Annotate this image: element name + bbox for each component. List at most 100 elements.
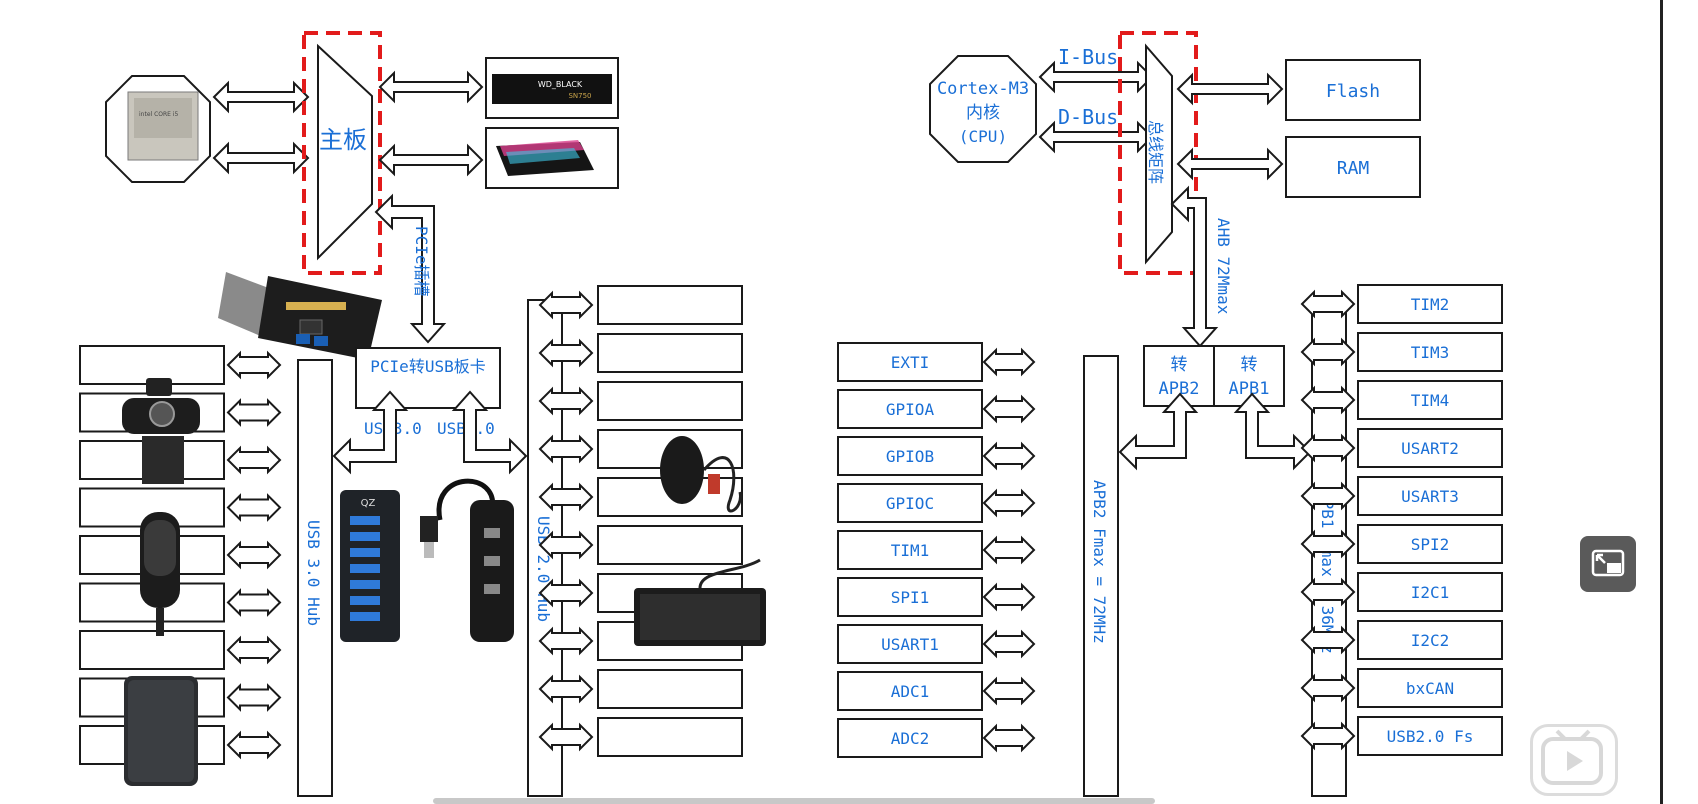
- svg-text:(CPU): (CPU): [959, 127, 1007, 146]
- slot-arrow: [226, 730, 282, 760]
- svg-text:转: 转: [1241, 355, 1258, 375]
- pc-diagram: intel CORE i5 主板 WD_BLACK SN750: [79, 31, 766, 797]
- apb1-peripheral-tim2: TIM2: [1300, 284, 1503, 324]
- peripheral-label: USB2.0 Fs: [1387, 727, 1474, 746]
- cpu-mb-arrow-top: [212, 80, 310, 114]
- apb1-peripheral-spi2: SPI2: [1300, 524, 1503, 564]
- peripheral-label: I2C1: [1411, 583, 1450, 602]
- mouse-photo: [660, 436, 742, 513]
- peripheral-label: EXTI: [891, 353, 930, 372]
- mb-ssd-arrow: [378, 70, 484, 104]
- cpu-photo: intel CORE i5: [105, 75, 211, 183]
- svg-text:PCIe插槽: PCIe插槽: [412, 226, 431, 297]
- cpu-core: Cortex-M3 内核 (CPU): [929, 55, 1037, 163]
- apb2-link-arrow: [1118, 392, 1199, 471]
- peripheral-arrow: [1300, 673, 1356, 703]
- slot-arrow: [538, 434, 594, 464]
- apb1-peripheral-tim4: TIM4: [1300, 380, 1503, 420]
- svg-text:APB1: APB1: [1229, 379, 1270, 399]
- svg-text:RAM: RAM: [1337, 158, 1370, 179]
- peripheral-arrow: [982, 347, 1036, 377]
- usb2-device-slot: [538, 717, 743, 757]
- slot-arrow: [538, 674, 594, 704]
- ram-box: RAM: [1285, 136, 1421, 198]
- slot-arrow: [226, 493, 282, 522]
- usb2-device-slot: [538, 285, 743, 325]
- usb2-hub-photo: [420, 478, 514, 642]
- apb2-peripheral-adc2: ADC2: [837, 718, 1036, 758]
- ssd-photo: WD_BLACK SN750: [485, 57, 619, 119]
- apb1-peripheral-bxcan: bxCAN: [1300, 668, 1503, 708]
- svg-text:内核: 内核: [966, 103, 1000, 123]
- svg-text:Flash: Flash: [1326, 81, 1380, 102]
- slot-arrow: [538, 578, 594, 608]
- svg-text:AHB 72Mmax: AHB 72Mmax: [1214, 218, 1233, 315]
- peripheral-label: TIM1: [891, 541, 930, 560]
- apb1-peripheral-usart3: USART3: [1300, 476, 1503, 516]
- svg-text:转: 转: [1171, 355, 1188, 375]
- svg-text:APB1 Fmax = 36MHz: APB1 Fmax = 36MHz: [1318, 490, 1337, 654]
- horizontal-scrollbar[interactable]: [433, 798, 1155, 804]
- slot-arrow: [538, 482, 594, 512]
- peripheral-arrow: [1300, 625, 1356, 655]
- hard-drive-photo: [124, 676, 198, 786]
- peripheral-label: USART1: [881, 635, 939, 654]
- ibus-label: I-Bus: [1058, 45, 1118, 69]
- apb1-peripheral-usart2: USART2: [1300, 428, 1503, 468]
- svg-text:APB2: APB2: [1159, 379, 1200, 399]
- peripheral-arrow: [982, 394, 1036, 424]
- apb1-peripheral-usb2-0-fs: USB2.0 Fs: [1300, 716, 1503, 756]
- svg-text:APB2 Fmax = 72MHz: APB2 Fmax = 72MHz: [1090, 480, 1109, 644]
- keyboard-photo: [634, 558, 766, 646]
- matrix-flash-arrow: [1176, 72, 1284, 106]
- slot-arrow: [538, 386, 594, 416]
- slot-arrow: [226, 350, 282, 380]
- peripheral-arrow: [1300, 289, 1356, 319]
- picture-in-picture-icon: [1591, 549, 1625, 577]
- svg-text:USB 3.0 Hub: USB 3.0 Hub: [304, 520, 323, 626]
- slot-arrow: [538, 530, 594, 560]
- slot-arrow: [538, 290, 594, 320]
- peripheral-arrow: [982, 535, 1036, 565]
- peripheral-arrow: [982, 441, 1036, 471]
- peripheral-arrow: [1300, 529, 1356, 559]
- apb1-link-arrow: [1233, 392, 1312, 471]
- svg-text:WD_BLACK: WD_BLACK: [538, 80, 583, 89]
- card-usb3-arrow: [332, 390, 409, 475]
- mcu-diagram: Cortex-M3 内核 (CPU) I-Bus D-Bus 总线矩阵 Flas…: [837, 31, 1503, 797]
- picture-in-picture-button[interactable]: [1580, 536, 1636, 592]
- slot-arrow: [226, 635, 282, 665]
- slot-arrow: [226, 683, 282, 712]
- peripheral-arrow: [982, 582, 1036, 612]
- peripheral-arrow: [982, 629, 1036, 659]
- motherboard: 主板: [302, 31, 382, 275]
- peripheral-label: TIM2: [1411, 295, 1450, 314]
- usb2-device-slots: [538, 285, 743, 757]
- usb3-hub-photo: QZ: [340, 490, 400, 642]
- pcie-card-photo: [218, 272, 382, 360]
- peripheral-arrow: [1300, 337, 1356, 367]
- slot-arrow: [226, 588, 282, 617]
- peripheral-label: I2C2: [1411, 631, 1450, 650]
- peripheral-label: ADC2: [891, 729, 930, 748]
- svg-text:intel CORE i5: intel CORE i5: [139, 111, 179, 118]
- peripheral-label: SPI2: [1411, 535, 1450, 554]
- svg-text:PCIe转USB板卡: PCIe转USB板卡: [370, 357, 485, 376]
- usb2-device-slot: [538, 525, 743, 565]
- apb-bridges: 转 APB2 转 APB1: [1143, 345, 1285, 407]
- bus-matrix: 总线矩阵: [1118, 31, 1198, 275]
- apb2-peripheral-tim1: TIM1: [837, 530, 1036, 570]
- peripheral-label: TIM3: [1411, 343, 1450, 362]
- peripheral-label: USART3: [1401, 487, 1459, 506]
- apb1-peripheral-i2c2: I2C2: [1300, 620, 1503, 660]
- peripheral-arrow: [982, 723, 1036, 753]
- microphone-photo: [140, 512, 180, 636]
- apb2-peripheral-gpiob: GPIOB: [837, 436, 1036, 476]
- peripheral-label: bxCAN: [1406, 679, 1454, 698]
- apb1-peripheral-tim3: TIM3: [1300, 332, 1503, 372]
- matrix-ram-arrow: [1176, 147, 1284, 181]
- card-usb2-arrow: [451, 390, 528, 475]
- apb2-peripherals: EXTIGPIOAGPIOBGPIOCTIM1SPI1USART1ADC1ADC…: [837, 342, 1036, 758]
- usb2-device-slot: [538, 669, 743, 709]
- window-edge: [1660, 0, 1663, 804]
